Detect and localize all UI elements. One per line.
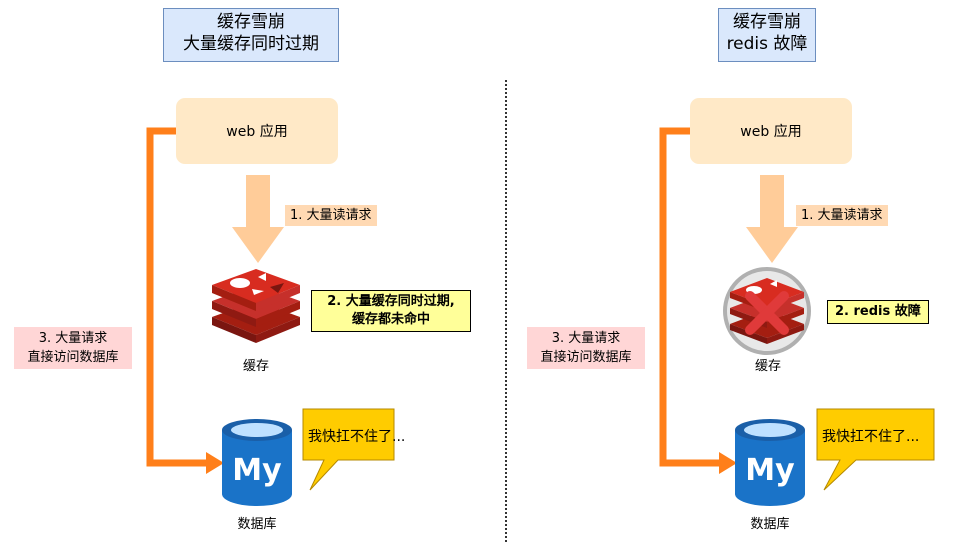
left-step2-label: 2. 大量缓存同时过期, 缓存都未命中 xyxy=(311,290,471,332)
right-db-caption: 数据库 xyxy=(750,517,790,532)
left-title-line2: 大量缓存同时过期 xyxy=(183,34,319,54)
mysql-my-text: My xyxy=(232,453,282,488)
right-title-line2: redis 故障 xyxy=(726,34,808,54)
mysql-database-icon: My xyxy=(222,419,292,506)
left-web-app-label: web 应用 xyxy=(226,124,288,140)
right-title-line1: 缓存雪崩 xyxy=(733,12,801,32)
redis-logo-icon xyxy=(212,269,300,343)
mysql-my-text: My xyxy=(745,453,795,488)
left-mysql-icon: My xyxy=(222,419,292,506)
right-cache-caption: 缓存 xyxy=(754,359,781,374)
right-web-app: web 应用 xyxy=(690,98,852,164)
right-orange-path xyxy=(659,127,737,474)
left-down-arrow xyxy=(232,175,284,263)
right-callout-text: 我快扛不住了... xyxy=(822,429,920,445)
left-callout-text: 我快扛不住了... xyxy=(308,429,406,445)
right-step3-line2: 直接访问数据库 xyxy=(540,350,632,365)
left-cache-caption: 缓存 xyxy=(242,359,269,374)
left-orange-path xyxy=(146,127,224,474)
left-step3-label: 3. 大量请求 直接访问数据库 xyxy=(14,327,132,369)
left-web-app: web 应用 xyxy=(176,98,338,164)
right-step2-label: 2. redis 故障 xyxy=(827,300,929,324)
right-down-arrow xyxy=(746,175,798,263)
left-step2-line2: 缓存都未命中 xyxy=(351,312,430,327)
mysql-database-icon: My xyxy=(735,419,805,506)
center-divider xyxy=(505,80,507,542)
left-title: 缓存雪崩 大量缓存同时过期 xyxy=(163,8,339,62)
right-mysql-icon: My xyxy=(735,419,805,506)
left-step1-label: 1. 大量读请求 xyxy=(285,205,377,226)
left-step2-line1: 2. 大量缓存同时过期, xyxy=(327,294,455,309)
right-step2-line1: 2. redis 故障 xyxy=(835,304,921,319)
right-title: 缓存雪崩 redis 故障 xyxy=(718,8,816,62)
right-redis-failed-icon xyxy=(723,267,811,355)
left-callout-bubble xyxy=(302,408,395,491)
left-step3-line2: 直接访问数据库 xyxy=(27,350,119,365)
left-step3-line1: 3. 大量请求 xyxy=(38,331,108,346)
right-callout-bubble xyxy=(816,408,935,491)
red-x-failure-icon xyxy=(745,291,789,335)
right-step1-label: 1. 大量读请求 xyxy=(796,205,888,226)
right-web-app-label: web 应用 xyxy=(740,124,802,140)
right-step3-label: 3. 大量请求 直接访问数据库 xyxy=(527,327,645,369)
left-redis-icon xyxy=(212,269,300,343)
right-step3-line1: 3. 大量请求 xyxy=(551,331,621,346)
left-title-line1: 缓存雪崩 xyxy=(217,12,285,32)
left-db-caption: 数据库 xyxy=(237,517,277,532)
